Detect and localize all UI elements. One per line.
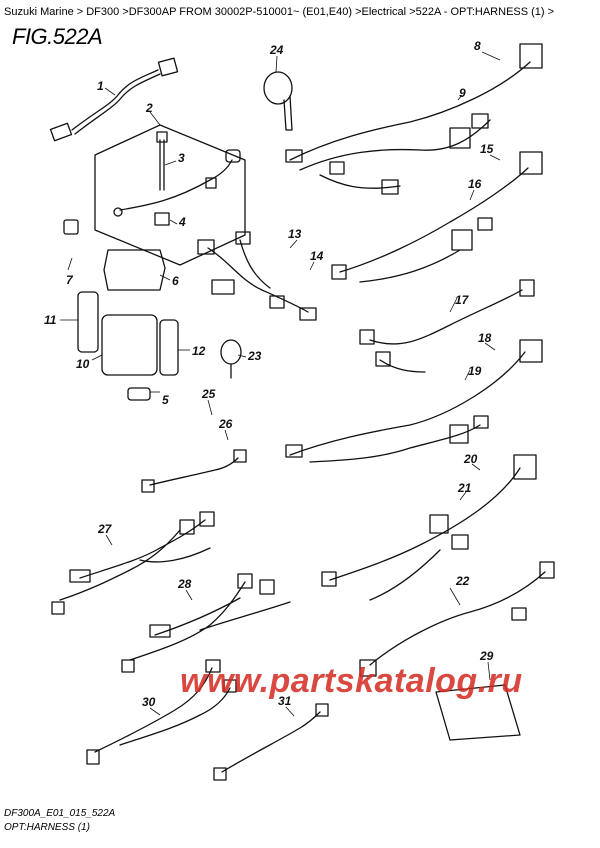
callout-16: 16	[468, 177, 482, 191]
part-24-component[interactable]	[263, 71, 293, 131]
callout-28: 28	[177, 577, 192, 591]
callout-31: 31	[278, 694, 292, 708]
callout-13: 13	[288, 227, 302, 241]
callout-11: 11	[44, 313, 57, 327]
figure-title: FIG.522A	[12, 24, 103, 49]
part-5-pad[interactable]	[127, 387, 151, 401]
part-12-holder[interactable]	[159, 319, 179, 376]
callout-26: 26	[218, 417, 233, 431]
breadcrumb[interactable]: Suzuki Marine > DF300 >DF300AP FROM 3000…	[4, 6, 555, 18]
callout-12: 12	[192, 344, 206, 358]
part-7-cap[interactable]	[63, 219, 79, 235]
part-11-holder[interactable]	[77, 291, 99, 353]
part-22-harness[interactable]	[359, 561, 555, 677]
watermark: www.partskatalog.ru	[180, 662, 523, 700]
part-25-harness[interactable]	[141, 449, 247, 493]
callout-4: 4	[178, 215, 186, 229]
part-30-harness[interactable]	[86, 659, 237, 765]
part-15-harness[interactable]	[331, 151, 543, 283]
callout-23: 23	[247, 349, 262, 363]
callout-22: 22	[455, 574, 470, 588]
part-18-harness[interactable]	[285, 339, 543, 463]
part-6-bracket[interactable]	[103, 249, 166, 291]
callout-29: 29	[479, 649, 494, 663]
callout-19: 19	[468, 364, 482, 378]
part-2-group[interactable]	[94, 124, 246, 266]
part-2-wire[interactable]	[113, 149, 241, 217]
part-29-label[interactable]	[435, 684, 521, 741]
callout-24: 24	[269, 43, 284, 57]
part-27-harness[interactable]	[51, 511, 215, 615]
callout-6: 6	[172, 274, 179, 288]
part-17-harness[interactable]	[359, 279, 535, 373]
part-4-connector[interactable]	[154, 212, 170, 226]
part-20-harness[interactable]	[321, 454, 537, 601]
callout-17: 17	[455, 293, 470, 307]
part-31-harness[interactable]	[213, 703, 329, 781]
part-28-harness[interactable]	[121, 573, 291, 673]
callout-9: 9	[459, 86, 466, 100]
callout-10: 10	[76, 357, 90, 371]
callout-21: 21	[457, 481, 472, 495]
part-23-cap[interactable]	[220, 339, 242, 379]
figure-caption: OPT:HARNESS (1)	[4, 822, 90, 833]
part-8-harness[interactable]	[285, 43, 543, 195]
callout-20: 20	[463, 452, 478, 466]
part-13-harness[interactable]	[197, 231, 317, 321]
part-1-harness[interactable]	[49, 57, 179, 142]
part-3-cable-tie[interactable]	[156, 131, 168, 191]
callout-30: 30	[142, 695, 156, 709]
callout-1: 1	[97, 79, 104, 93]
part-10-module[interactable]	[101, 314, 158, 376]
callout-8: 8	[474, 39, 481, 53]
callout-18: 18	[478, 331, 492, 345]
callout-27: 27	[97, 522, 113, 536]
callout-25: 25	[201, 387, 216, 401]
callout-5: 5	[162, 393, 169, 407]
callout-15: 15	[480, 142, 494, 156]
callout-7: 7	[66, 273, 74, 287]
figure-code: DF300A_E01_015_522A	[4, 808, 116, 819]
callout-2: 2	[145, 101, 153, 115]
callout-14: 14	[310, 249, 324, 263]
callout-3: 3	[178, 151, 185, 165]
